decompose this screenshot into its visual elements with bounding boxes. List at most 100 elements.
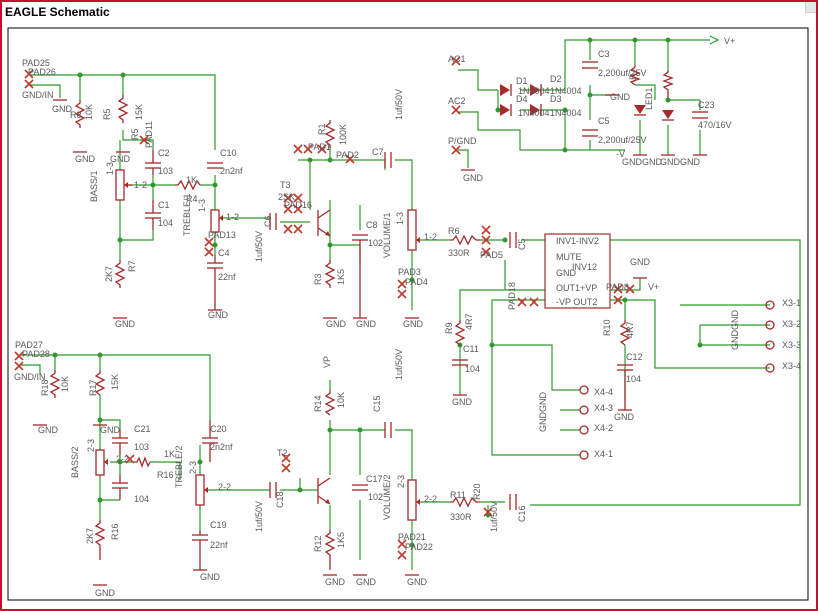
pad-markers (14, 56, 635, 560)
schematic-label: 1-2 (424, 232, 437, 242)
schematic-label: C11 (463, 344, 479, 354)
schematic-label: PAD18 (507, 282, 517, 310)
schematic-label: 2n2nf (210, 442, 233, 452)
schematic-label: C5 (517, 238, 527, 250)
schematic-label: 104 (465, 364, 480, 374)
schematic-label: PAD27 (15, 340, 43, 350)
schematic-label: C18 (275, 491, 285, 508)
schematic-label: GND (660, 157, 681, 167)
schematic-label: 1-3 (395, 212, 405, 225)
schematic-label: VOLUME/2 (382, 474, 392, 520)
schematic-label: C16 (517, 505, 527, 522)
schematic-label: AC1 (448, 54, 466, 64)
schematic-label: 104 (158, 218, 173, 228)
schematic-label: AC2 (448, 96, 466, 106)
scrollbar-corner[interactable] (805, 2, 816, 13)
schematic-label: 2K7 (104, 266, 114, 282)
connector-x3-1[interactable] (765, 300, 775, 310)
schematic-label: 1N4004 (550, 86, 582, 96)
schematic-label: PAD4 (405, 277, 428, 287)
connector-x3-2[interactable] (765, 320, 775, 330)
schematic-label: BASS/2 (70, 446, 80, 478)
schematic-label: 15K (110, 374, 120, 390)
schematic-label: R3 (313, 273, 323, 285)
schematic-label: GNDGND (730, 310, 740, 350)
schematic-label: GND (614, 412, 635, 422)
schematic-label: 1N4004 (518, 108, 550, 118)
schematic-label: BASS/1 (89, 170, 99, 202)
schematic-label: C20 (210, 424, 227, 434)
schematic-label: C6 (263, 215, 273, 227)
schematic-label: PAD11 (144, 121, 154, 148)
diodes (500, 84, 674, 121)
schematic-label: 1uf/50V (254, 231, 264, 262)
schematic-label: GND (407, 577, 428, 587)
schematic-label: C21 (134, 424, 151, 434)
schematic-label: R5 (130, 128, 140, 140)
schematic-label: R20 (472, 483, 482, 500)
connector-x3-4[interactable] (765, 363, 775, 373)
schematic-label: C10 (220, 148, 237, 158)
schematic-label: V+ (724, 36, 735, 46)
schematic-label: GND (208, 310, 229, 320)
schematic-label: GND (115, 319, 136, 329)
schematic-label: R (628, 73, 638, 80)
schematic-label: 1K (164, 449, 175, 459)
schematic-label: GND (38, 425, 59, 435)
schematic-label: PAD25 (22, 58, 50, 68)
schematic-label: P/GND (448, 136, 477, 146)
schematic-label: 104 (626, 374, 641, 384)
schematic-label: C4 (218, 248, 230, 258)
schematic-label: TREBLE/2 (174, 445, 184, 488)
connector-x4-3[interactable] (579, 405, 589, 415)
schematic-label: X4-3 (594, 403, 613, 413)
schematic-label: GND (403, 319, 424, 329)
output-connectors[interactable] (579, 300, 775, 460)
schematic-label: R6 (448, 226, 460, 236)
schematic-label: R14 (313, 395, 323, 412)
schematic-label: C12 (626, 352, 643, 362)
schematic-label: 470/16V (698, 120, 732, 130)
connector-x4-4[interactable] (579, 385, 589, 395)
potentiometers (95, 169, 420, 521)
schematic-label: GND (75, 154, 96, 164)
schematic-label: PAD1 (308, 142, 331, 152)
schematic-label: 10K (60, 376, 70, 392)
schematic-label: 1uf/50V (394, 89, 404, 120)
schematic-label: X3-4 (782, 361, 801, 371)
schematic-label: PAD5 (480, 250, 503, 260)
schematic-label: C3 (598, 49, 610, 59)
schematic-label: R8 (70, 110, 82, 120)
schematic-label: GND (95, 588, 116, 598)
schematic-label: PAD21 (398, 532, 426, 542)
schematic-label: V+ (648, 282, 659, 292)
schematic-label: C1 (158, 200, 170, 210)
schematic-label: LED1 (644, 87, 654, 110)
schematic-label: GND (630, 257, 651, 267)
connector-x4-1[interactable] (579, 450, 589, 460)
schematic-label: R16 (157, 470, 174, 480)
schematic-label: 102 (368, 492, 383, 502)
schematic-label: R11 (450, 490, 466, 500)
schematic-label: C19 (210, 520, 227, 530)
schematic-label: 4R7 (464, 313, 474, 330)
schematic-label: D4 (516, 94, 528, 104)
connector-x4-2[interactable] (579, 425, 589, 435)
schematic-label: 100K (338, 124, 348, 145)
schematic-label: GND (622, 157, 643, 167)
schematic-label: GND (52, 104, 73, 114)
schematic-label: 1-2 (226, 212, 239, 222)
schematic-label: 1K (186, 175, 197, 185)
connector-x3-3[interactable] (765, 340, 775, 350)
schematic-label: 2,200uf/25V (598, 68, 647, 78)
schematic-label: GND/IN (22, 90, 54, 100)
schematic-label: GND (556, 268, 577, 278)
schematic-label: R12 (313, 535, 323, 552)
schematic-label: R10 (602, 319, 612, 336)
schematic-label: INV1-INV2 (556, 236, 599, 246)
schematic-label: -VP OUT2 (556, 297, 597, 307)
schematic-label: C15 (372, 395, 382, 412)
schematic-label: D2 (550, 74, 562, 84)
schematic-label: X3-3 (782, 340, 801, 350)
schematic-label: 1K5 (336, 269, 346, 285)
